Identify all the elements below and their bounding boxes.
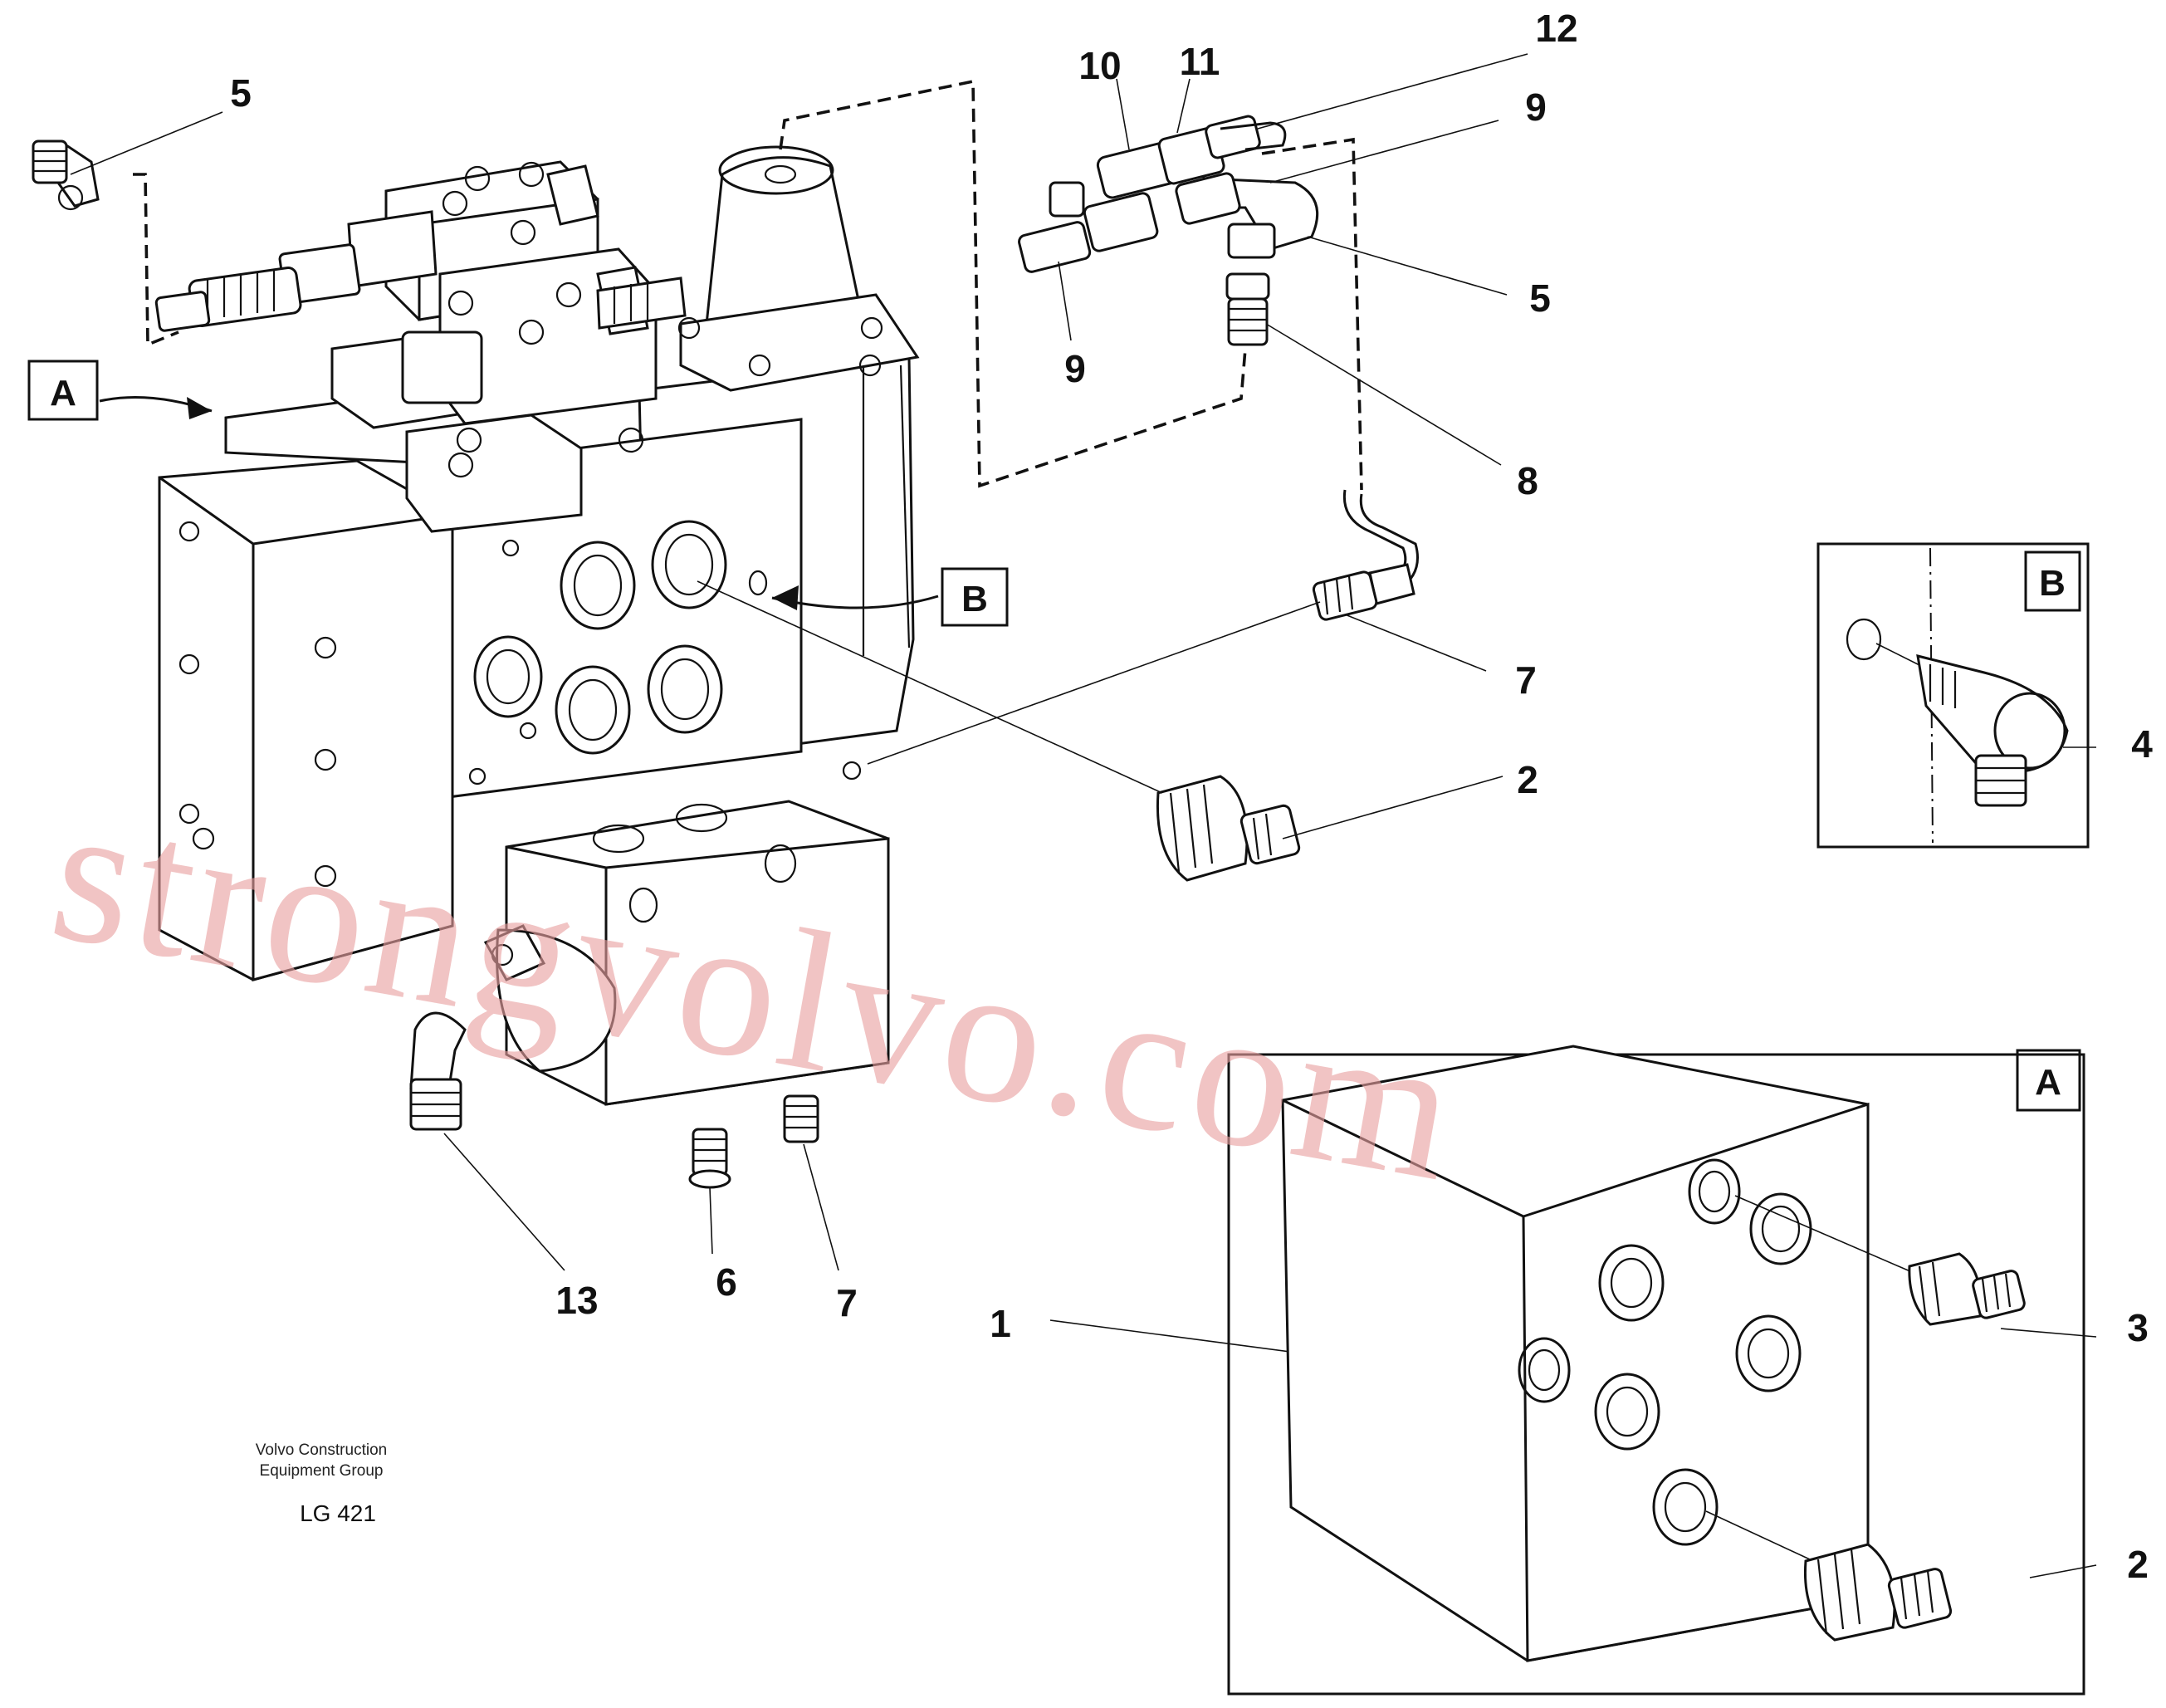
callout-6: 6 (716, 1260, 737, 1304)
callout-numbers: 5 10 11 12 9 5 9 8 7 2 4 13 6 7 1 3 2 (230, 7, 2153, 1586)
callout-5-top-left: 5 (230, 71, 252, 115)
callout-7-lower: 7 (836, 1281, 858, 1324)
callout-2-main: 2 (1517, 758, 1538, 801)
detail-b-label: B (2024, 551, 2081, 612)
callout-4: 4 (2131, 722, 2153, 766)
callout-2-detail: 2 (2127, 1543, 2149, 1586)
leader-lines (70, 53, 2097, 1578)
diagram-code: LG 421 (300, 1500, 376, 1526)
detail-a-view (1227, 1045, 2085, 1696)
svg-text:A: A (50, 373, 76, 414)
loose-parts (32, 139, 1301, 1189)
svg-text:B: B (961, 579, 988, 619)
callout-11: 11 (1180, 40, 1220, 83)
cover-bolt-holes (178, 521, 337, 888)
callout-3: 3 (2127, 1306, 2149, 1349)
svg-text:B: B (2039, 563, 2066, 604)
callout-8: 8 (1517, 459, 1538, 502)
callout-13: 13 (555, 1279, 598, 1322)
detail-a-label: A (2016, 1049, 2081, 1112)
callout-12: 12 (1535, 7, 1577, 50)
fittings-cluster (1018, 115, 1419, 621)
detail-b-view (1816, 542, 2090, 849)
callout-5-right: 5 (1529, 277, 1551, 320)
callout-7-right: 7 (1515, 658, 1537, 702)
dashed-lines (133, 79, 1363, 491)
view-tag-a: A (27, 360, 99, 421)
callout-9-lower: 9 (1064, 347, 1086, 390)
callout-1: 1 (990, 1302, 1011, 1345)
footer-company-line2: Equipment Group (260, 1462, 384, 1480)
footer-company-line1: Volvo Construction (256, 1441, 387, 1459)
footer-block: Volvo Construction Equipment Group LG 42… (256, 1441, 387, 1526)
lower-valve-block (409, 800, 890, 1131)
svg-text:A: A (2035, 1062, 2061, 1103)
callout-10: 10 (1078, 44, 1121, 87)
pressure-switch-dome (677, 145, 920, 392)
main-valve-assembly (154, 145, 920, 1131)
view-tag-b: B (941, 567, 1009, 627)
block-ports (468, 520, 862, 785)
solenoid-valves (154, 160, 687, 533)
callout-9-upper: 9 (1525, 86, 1547, 129)
